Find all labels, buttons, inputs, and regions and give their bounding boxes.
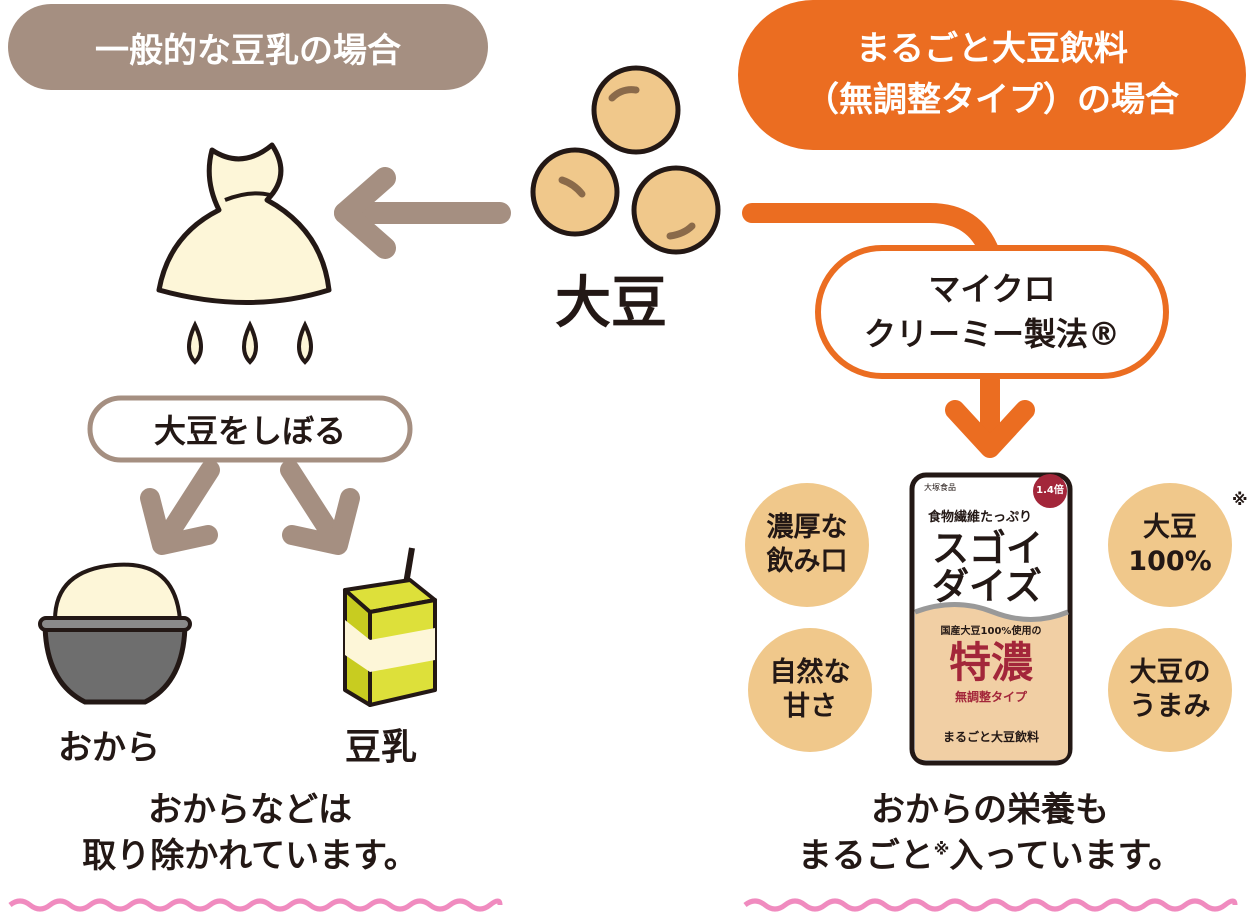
feature-line1: 濃厚な <box>766 512 848 544</box>
feature-note-mark: ※ <box>1232 490 1248 509</box>
package-sub: 国産大豆100%使用の <box>940 626 1042 637</box>
feature-line2: うまみ <box>1129 691 1211 722</box>
soymilk-label: 豆乳 <box>345 727 418 768</box>
process-label-right: マイクロ クリーミー製法® <box>818 248 1166 376</box>
okara-label: おから <box>58 728 160 768</box>
feature-circle: 大豆 100% <box>1108 483 1232 607</box>
package-bottom: まるごと大豆飲料 <box>942 730 1039 744</box>
process-line2: クリーミー製法® <box>863 315 1120 353</box>
package-type: 無調整タイプ <box>954 690 1027 704</box>
soymilk-carton-icon <box>343 547 437 707</box>
right-header: まるごと大豆飲料 （無調整タイプ）の場合 <box>738 0 1246 150</box>
left-caption-line2: 取り除かれています。 <box>82 835 418 876</box>
package-badge: 1.4倍 <box>1036 485 1064 496</box>
feature-circle: 濃厚な 飲み口 <box>745 483 869 607</box>
soybean-icon <box>530 65 721 255</box>
right-caption-line1: おからの栄養も <box>871 790 1109 830</box>
feature-circle: 自然な 甘さ <box>748 628 872 752</box>
left-header-text: 一般的な豆乳の場合 <box>95 30 401 71</box>
left-caption-line1: おからなどは <box>148 790 352 830</box>
cloth-bag-icon <box>156 142 332 305</box>
arrow-right-flow-icon <box>742 203 1035 458</box>
feature-line2: 飲み口 <box>766 546 848 577</box>
left-caption: おからなどは 取り除かれています。 <box>0 788 500 880</box>
left-header: 一般的な豆乳の場合 <box>8 4 488 90</box>
feature-circle: 大豆の うまみ <box>1108 628 1232 752</box>
package-tagline: 食物繊維たっぷり <box>928 510 1033 525</box>
brand-line2: ダイズ <box>932 565 1042 608</box>
feature-line1: 自然な <box>769 657 851 689</box>
process-label-left: 大豆をしぼる <box>153 412 346 450</box>
soybean-label: 大豆 <box>555 271 667 336</box>
package-maker: 大塚食品 <box>924 483 956 492</box>
package-big: 特濃 <box>948 638 1033 687</box>
process-pill-right <box>815 245 1169 379</box>
right-caption-line2: まるごと※入っています。 <box>735 834 1245 880</box>
package-brand: スゴイ ダイズ <box>932 530 1043 606</box>
caption-note-mark: ※ <box>933 839 950 859</box>
brand-line1: スゴイ <box>932 527 1043 570</box>
drop-icons <box>187 320 313 365</box>
okara-bowl-icon <box>38 562 192 705</box>
product-package <box>909 472 1073 766</box>
split-arrows-icon <box>140 460 360 555</box>
feature-line1: 大豆 <box>1143 512 1197 544</box>
process-pill-left <box>87 395 413 463</box>
right-caption: おからの栄養も まるごと※入っています。 <box>735 788 1245 880</box>
feature-line2: 甘さ <box>783 691 837 722</box>
wavy-underline <box>8 898 1238 912</box>
feature-line2: 100% <box>1128 546 1212 577</box>
right-header-line2: （無調整タイプ）の場合 <box>805 80 1179 120</box>
right-header-line1: まるごと大豆飲料 <box>856 29 1128 69</box>
process-line1: マイクロ <box>928 270 1056 309</box>
feature-line1: 大豆の <box>1129 657 1211 689</box>
caption-part-b: 入っています。 <box>949 835 1183 876</box>
arrow-left-icon <box>334 167 511 259</box>
caption-part-a: まるごと <box>797 835 934 876</box>
